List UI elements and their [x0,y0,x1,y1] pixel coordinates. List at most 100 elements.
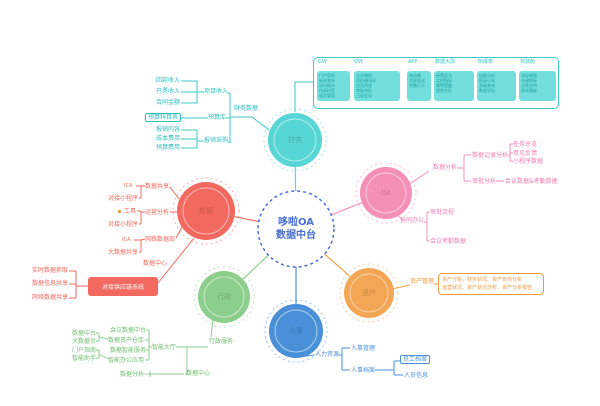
finance-node-circle[interactable] [268,113,322,167]
finance-mid-expense[interactable]: 报销采购 [204,137,229,144]
share-leaf[interactable]: 实时数据抓取 [32,267,69,274]
panel-box-gw[interactable]: 门户官网 新闻发布 访问统计 内容检索 留言管理 [317,71,350,101]
center-title-line1: 哆啦OA [278,217,314,228]
finance-leaf[interactable]: 报销内容 [156,126,181,133]
analysis-leaf[interactable]: 任务总览 [513,141,538,148]
hr-node-circle[interactable] [269,304,323,358]
center-title-line2: 数据中台 [276,230,316,241]
admin-mid[interactable]: 数据资产仓库 [108,337,145,344]
analysis-branch-node2[interactable]: 协同办公 [400,217,425,224]
admin-leaf[interactable]: 门户指南 [72,347,97,354]
panel-label-app: APP [408,59,418,65]
center-node-title[interactable]: 哆啦OA 数据中台 [256,216,336,242]
admin-leaf[interactable]: 数据中台 [72,330,97,337]
panel-box-line: 消息推送 [409,78,425,83]
asset-detail-box[interactable]: 资产分析、财务状况、资产负债分析 运营状况、资产状况分析、资产分析报告 [438,273,544,295]
share-node-inner-ring [182,187,230,235]
share-leaf[interactable]: 网络数据共享 [32,294,69,301]
supply-chain-box[interactable]: 对接供应链系统 [88,277,158,296]
finance-leaf[interactable]: 合同金额 [156,99,181,106]
analysis-leaf[interactable]: 意见反馈 [513,150,538,157]
asset-node-circle[interactable] [344,268,394,318]
share-leaf[interactable]: 工具 [124,208,137,215]
share-leaf[interactable]: ICA [124,183,133,189]
panel-box-qw[interactable]: 企业微信 组织通讯录 应用消息 审批待办 日程会议 [354,71,400,101]
hr-child[interactable]: 人事管理 [351,345,376,352]
admin-leaf[interactable]: 智能助手 [72,355,97,362]
panel-box-line: 决策支持 [521,83,537,88]
panel-box-line: 经营总览 [436,73,452,78]
hr-branch-wires [298,347,403,376]
finance-mid-budget[interactable]: 预算库 [208,114,227,121]
panel-box-bi[interactable]: 自助分析 报表订阅 多维查询 数据导出 [477,71,516,101]
analysis-leaf[interactable]: 会议考勤数据 [430,238,467,245]
hr-child[interactable]: 人事档案 [351,367,376,374]
finance-leaf[interactable]: 回款收入 [156,77,181,84]
share-leaf[interactable]: 对接小程序 [108,221,139,228]
admin-node-circle[interactable] [198,271,250,323]
panel-box-line: 留言管理 [319,93,335,98]
satellite-circles [172,108,417,363]
panel-box-line: 考勤打卡 [409,83,425,88]
admin-mid[interactable]: 会议数据中台 [110,327,147,334]
share-branch-a[interactable]: 数据共享 [145,183,170,190]
admin-child-center[interactable]: 数据中心 [186,370,211,377]
share-leaf[interactable]: 数据信息共享 [32,280,69,287]
share-branch-b[interactable]: 运营分析 [145,209,170,216]
share-branch-c[interactable]: 网络数据部 [145,236,176,243]
hr-branch-node[interactable]: 人力资源 [315,351,340,358]
panel-box-line: 多维查询 [479,83,495,88]
analysis-node-circle[interactable] [360,167,412,219]
hr-node-label: 人事 [289,327,303,335]
share-leaf[interactable]: 对接小程序 [108,195,139,202]
panel-box-line: 日程会议 [356,93,372,98]
share-branch-wires [69,185,195,299]
finance-leaf[interactable]: 成本费用 [156,135,181,142]
panel-box-line: 绩效看板 [521,88,537,93]
panel-box-app[interactable]: 移动端 消息推送 考勤打卡 [407,71,431,101]
admin-branch-wires [96,318,214,377]
admin-mid[interactable]: 智能办公应用 [108,357,145,364]
panel-box-cockpit[interactable]: 领导视图 关键指标 决策支持 绩效看板 [519,71,556,101]
hr-leaf[interactable]: 人员信息 [404,372,429,379]
admin-node-label: 行政 [217,293,231,301]
panel-box-line: 组织通讯录 [356,78,376,83]
admin-child-hall[interactable]: 智能大厅 [152,344,177,351]
panel-box-line: 内容检索 [319,88,335,93]
asset-branch-node[interactable]: 资产管理 [410,278,435,285]
panel-label-gw: GW [318,59,327,65]
panel-box-line: 新闻发布 [319,78,335,83]
analysis-leaf[interactable]: 小程序数据 [513,158,544,165]
share-node-ring [172,177,240,245]
share-branch-d[interactable]: 数据中心 [143,260,168,267]
finance-branch-node[interactable]: 财务数据 [234,105,259,112]
analysis-child-approval[interactable]: 审批分析 [472,178,497,185]
admin-branch-node[interactable]: 行政服务 [209,338,234,345]
share-leaf[interactable]: ICA [122,237,131,243]
share-leaf[interactable]: 大数据共享 [108,249,139,256]
admin-mid[interactable]: 数据智能服务 [110,347,147,354]
analysis-leaf[interactable]: 审批流程 [430,209,455,216]
panel-box-screen[interactable]: 经营总览 实时指标 预警提醒 趋势分析 [434,71,474,101]
analysis-child-records[interactable]: 数据记录分析 [472,152,509,159]
panel-label-bi: BI报表 [478,59,493,65]
admin-leaf[interactable]: 数据分析 [120,371,145,378]
finance-leaf-boxed[interactable]: 预算科目表 [145,113,182,122]
analysis-branch-node[interactable]: 数据分析 [433,164,458,171]
finance-mid-income[interactable]: 项目收入 [204,88,229,95]
hr-leaf-boxed[interactable]: 员工档案 [400,355,431,364]
share-node-circle[interactable] [177,182,235,240]
analysis-leaf[interactable]: 会议数据&考勤数据 [505,178,558,185]
finance-leaf[interactable]: 开票收入 [156,88,181,95]
finance-node-inner-ring [273,118,317,162]
asset-branch-wires [391,283,438,290]
analysis-node-label: OA [380,189,392,197]
admin-node-inner-ring [203,276,245,318]
hr-node-ring [264,299,328,363]
center-node-circle[interactable] [257,190,335,268]
panel-box-line: 移动端 [409,73,421,78]
admin-leaf[interactable]: 大数据台 [72,338,97,345]
finance-leaf[interactable]: 预算费用 [156,144,181,151]
